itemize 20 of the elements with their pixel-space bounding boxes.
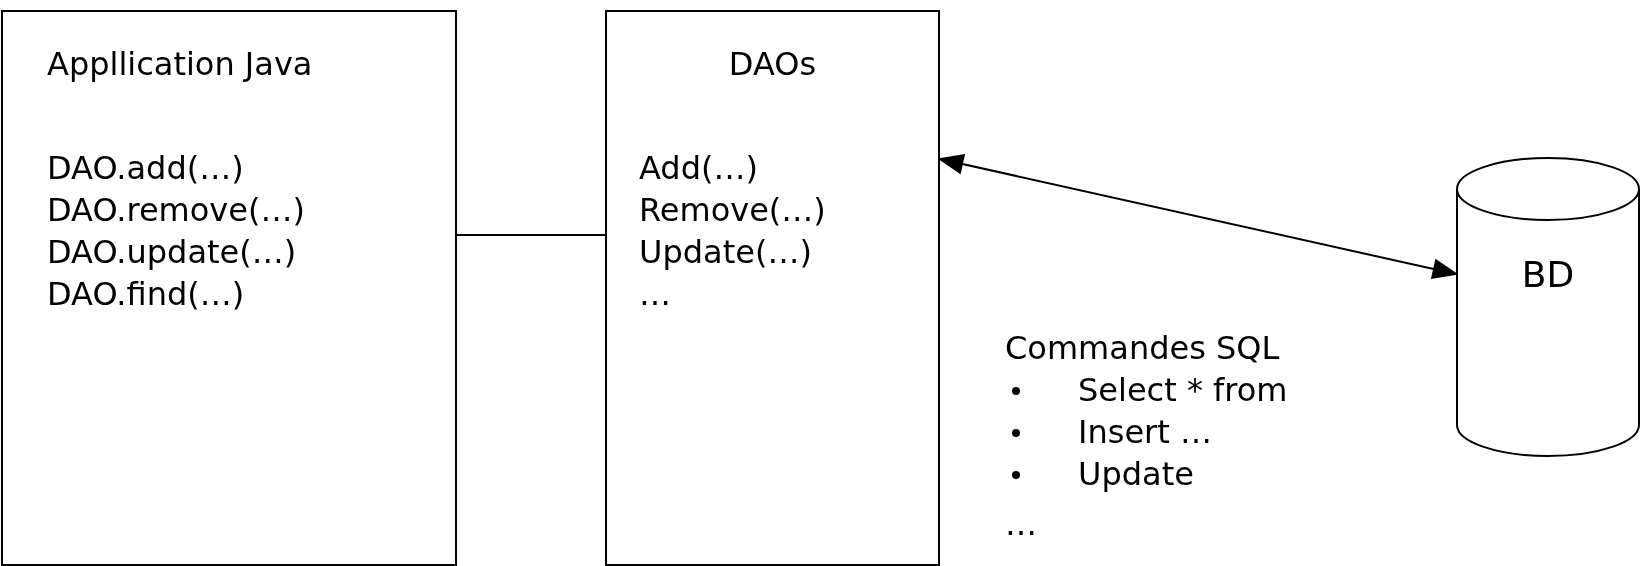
list-item: Select * from [1078, 372, 1288, 408]
method-text: DAO.update(…) [47, 234, 297, 270]
component-box [605, 10, 940, 566]
method-text: Add(…) [639, 150, 758, 186]
box-title: DAOs [727, 46, 818, 82]
method-text: DAO.remove(…) [47, 192, 305, 228]
connector-line [456, 234, 606, 236]
method-text: Update(…) [639, 234, 812, 270]
list-item: … [1005, 506, 1037, 542]
component-box [1, 10, 457, 566]
list-item: Update [1078, 456, 1194, 492]
list-item: Insert … [1078, 414, 1212, 450]
box-title: BD [1520, 257, 1576, 293]
method-text: … [639, 276, 671, 312]
method-text: Remove(…) [639, 192, 826, 228]
note-heading: Commandes SQL [1005, 330, 1280, 366]
method-text: DAO.add(…) [47, 150, 244, 186]
method-text: DAO.find(…) [47, 276, 245, 312]
database-cylinder [1456, 157, 1640, 457]
box-title: Appllication Java [47, 46, 313, 82]
